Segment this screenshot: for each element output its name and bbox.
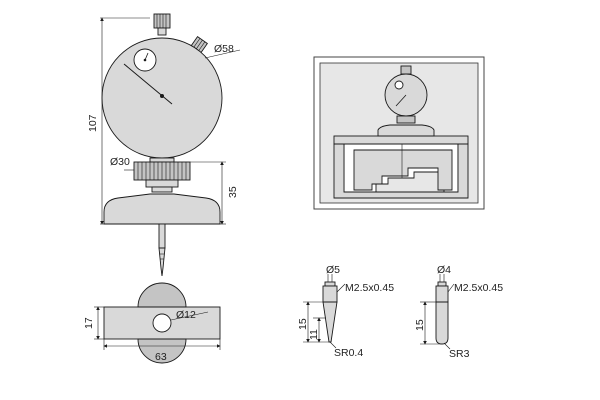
base-width-label: 63 bbox=[155, 351, 167, 363]
probe-a-thread-label: M2.5x0.45 bbox=[345, 282, 394, 294]
hole-diameter-label: Ø12 bbox=[176, 309, 196, 321]
top-knob bbox=[153, 13, 171, 29]
probe-b-length-label: 15 bbox=[414, 319, 426, 331]
front-view: 107 Ø58 Ø30 35 bbox=[87, 13, 241, 277]
gauge-base bbox=[103, 193, 221, 225]
probe-a-length-label: 15 bbox=[297, 318, 309, 330]
stem-hole bbox=[152, 313, 172, 333]
probe-a: Ø5 M2.5x0.45 15 11 SR0.4 bbox=[297, 264, 394, 359]
probe-b-body bbox=[435, 285, 449, 303]
bottom-view: Ø12 17 63 bbox=[83, 282, 221, 364]
probe-b-radius-label: SR3 bbox=[449, 348, 470, 360]
dial-needle bbox=[123, 63, 173, 105]
height-dimension-label: 107 bbox=[87, 114, 99, 132]
probe-a-diameter-label: Ø5 bbox=[326, 264, 340, 276]
probe-a-tip-length-label: 11 bbox=[308, 329, 320, 340]
probe-tip bbox=[158, 247, 166, 277]
base-thickness-label: 17 bbox=[83, 317, 95, 329]
probe-b-diameter-label: Ø4 bbox=[437, 264, 451, 276]
dial-diameter-label: Ø58 bbox=[214, 43, 234, 55]
stem-diameter-label: Ø30 bbox=[110, 156, 130, 168]
probe-b-thread-label: M2.5x0.45 bbox=[454, 282, 503, 294]
probe-b: Ø4 M2.5x0.45 15 SR3 bbox=[414, 264, 503, 360]
usage-illustration bbox=[313, 56, 485, 210]
probe-a-radius-label: SR0.4 bbox=[334, 347, 363, 359]
base-height-label: 35 bbox=[227, 186, 239, 198]
probe-a-body bbox=[322, 285, 338, 303]
probe-b-tip bbox=[435, 301, 449, 345]
probe-a-cone bbox=[322, 301, 338, 343]
